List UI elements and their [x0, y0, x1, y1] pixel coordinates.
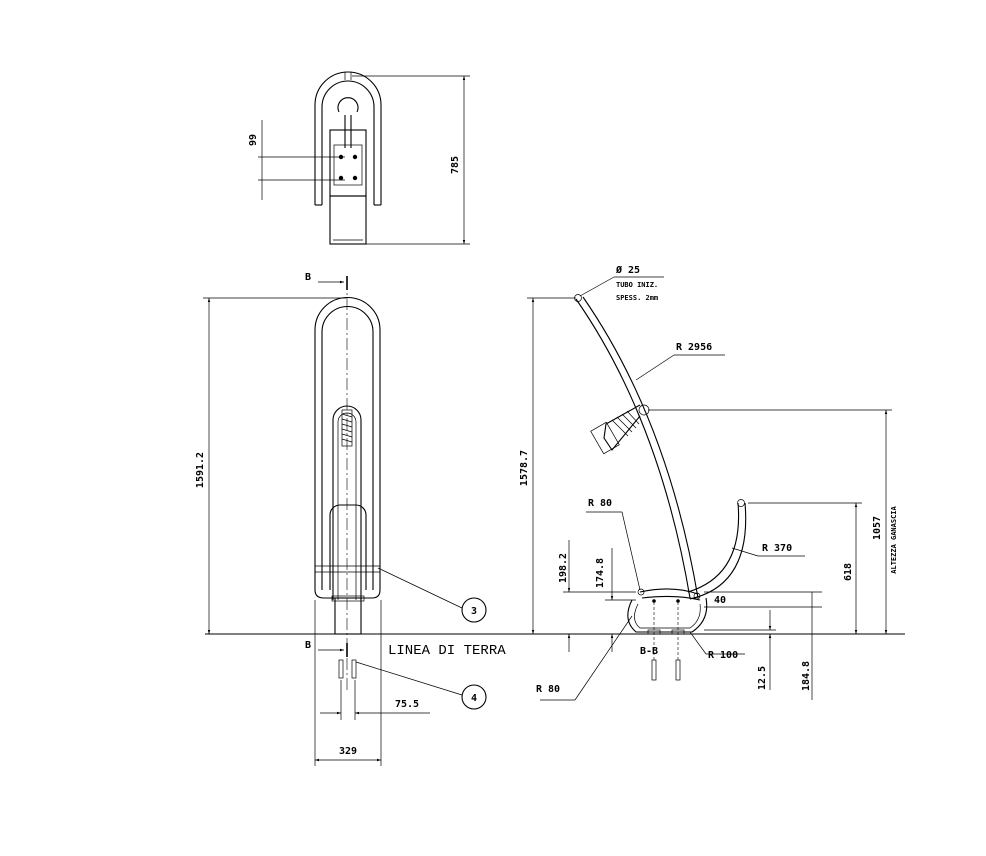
top-view-inner-frame	[321, 80, 375, 205]
dim-75-5: 75.5	[395, 699, 419, 710]
label-altezza-ganascia: ALTEZZA GANASCIA	[890, 506, 898, 574]
side-view-spring-assembly	[590, 404, 650, 455]
section-mark-b-bottom: B	[305, 640, 311, 651]
section-label-b-b: B-B	[640, 646, 658, 657]
front-view-base-box	[329, 504, 367, 590]
front-view: B B 1591.2	[195, 272, 487, 766]
dim-198-2: 198.2	[558, 553, 569, 583]
front-view-inner-frame	[321, 305, 374, 590]
dim-1578-7: 1578.7	[519, 450, 530, 486]
anchor-bolt-right	[351, 659, 357, 679]
front-view-outer-frame	[314, 296, 381, 590]
top-view-base-box	[329, 195, 367, 245]
top-view-plate	[329, 129, 367, 197]
anchor-bolt-left	[338, 659, 344, 679]
front-view-spring	[341, 409, 353, 447]
dim-1591-2: 1591.2	[195, 452, 206, 488]
dim-12-5: 12.5	[757, 666, 768, 690]
callout-4	[461, 684, 487, 710]
front-view-jaw-frame	[332, 405, 362, 600]
note-tube-line2: SPESS. 2mm	[616, 294, 658, 302]
callout-4-label: 4	[471, 693, 477, 704]
callout-3-label: 3	[471, 606, 477, 617]
dim-1057: 1057	[872, 516, 883, 540]
dim-184-8: 184.8	[801, 661, 812, 691]
front-view-foot	[334, 597, 362, 635]
note-tube-line1: TUBO INIZ.	[616, 281, 658, 289]
callout-3	[461, 597, 487, 623]
side-view-main-tube	[575, 298, 691, 599]
dim-tube-diameter: Ø 25	[615, 264, 640, 276]
dim-r370: R 370	[762, 543, 792, 554]
dim-r80-bottom: R 80	[536, 684, 560, 695]
dim-r80-top: R 80	[588, 498, 612, 509]
dim-785: 785	[450, 156, 461, 174]
section-mark-b-top: B	[305, 272, 311, 283]
dim-r2956: R 2956	[676, 342, 712, 353]
top-view: 99 785	[248, 71, 470, 245]
side-view-rear-arc	[687, 502, 740, 593]
dim-618: 618	[843, 563, 854, 581]
dim-329: 329	[339, 746, 357, 757]
side-view: Ø 25 TUBO INIZ. SPESS. 2mm R 2956 1578.7…	[519, 264, 898, 701]
dim-40: 40	[714, 595, 726, 606]
top-view-outer-frame	[314, 71, 382, 205]
dim-174-8: 174.8	[595, 558, 606, 588]
side-view-base	[627, 597, 708, 633]
ground-label: LINEA DI TERRA	[388, 643, 506, 659]
dim-r100: R 100	[708, 650, 738, 661]
dim-99: 99	[248, 134, 259, 146]
top-view-clip	[337, 97, 359, 113]
